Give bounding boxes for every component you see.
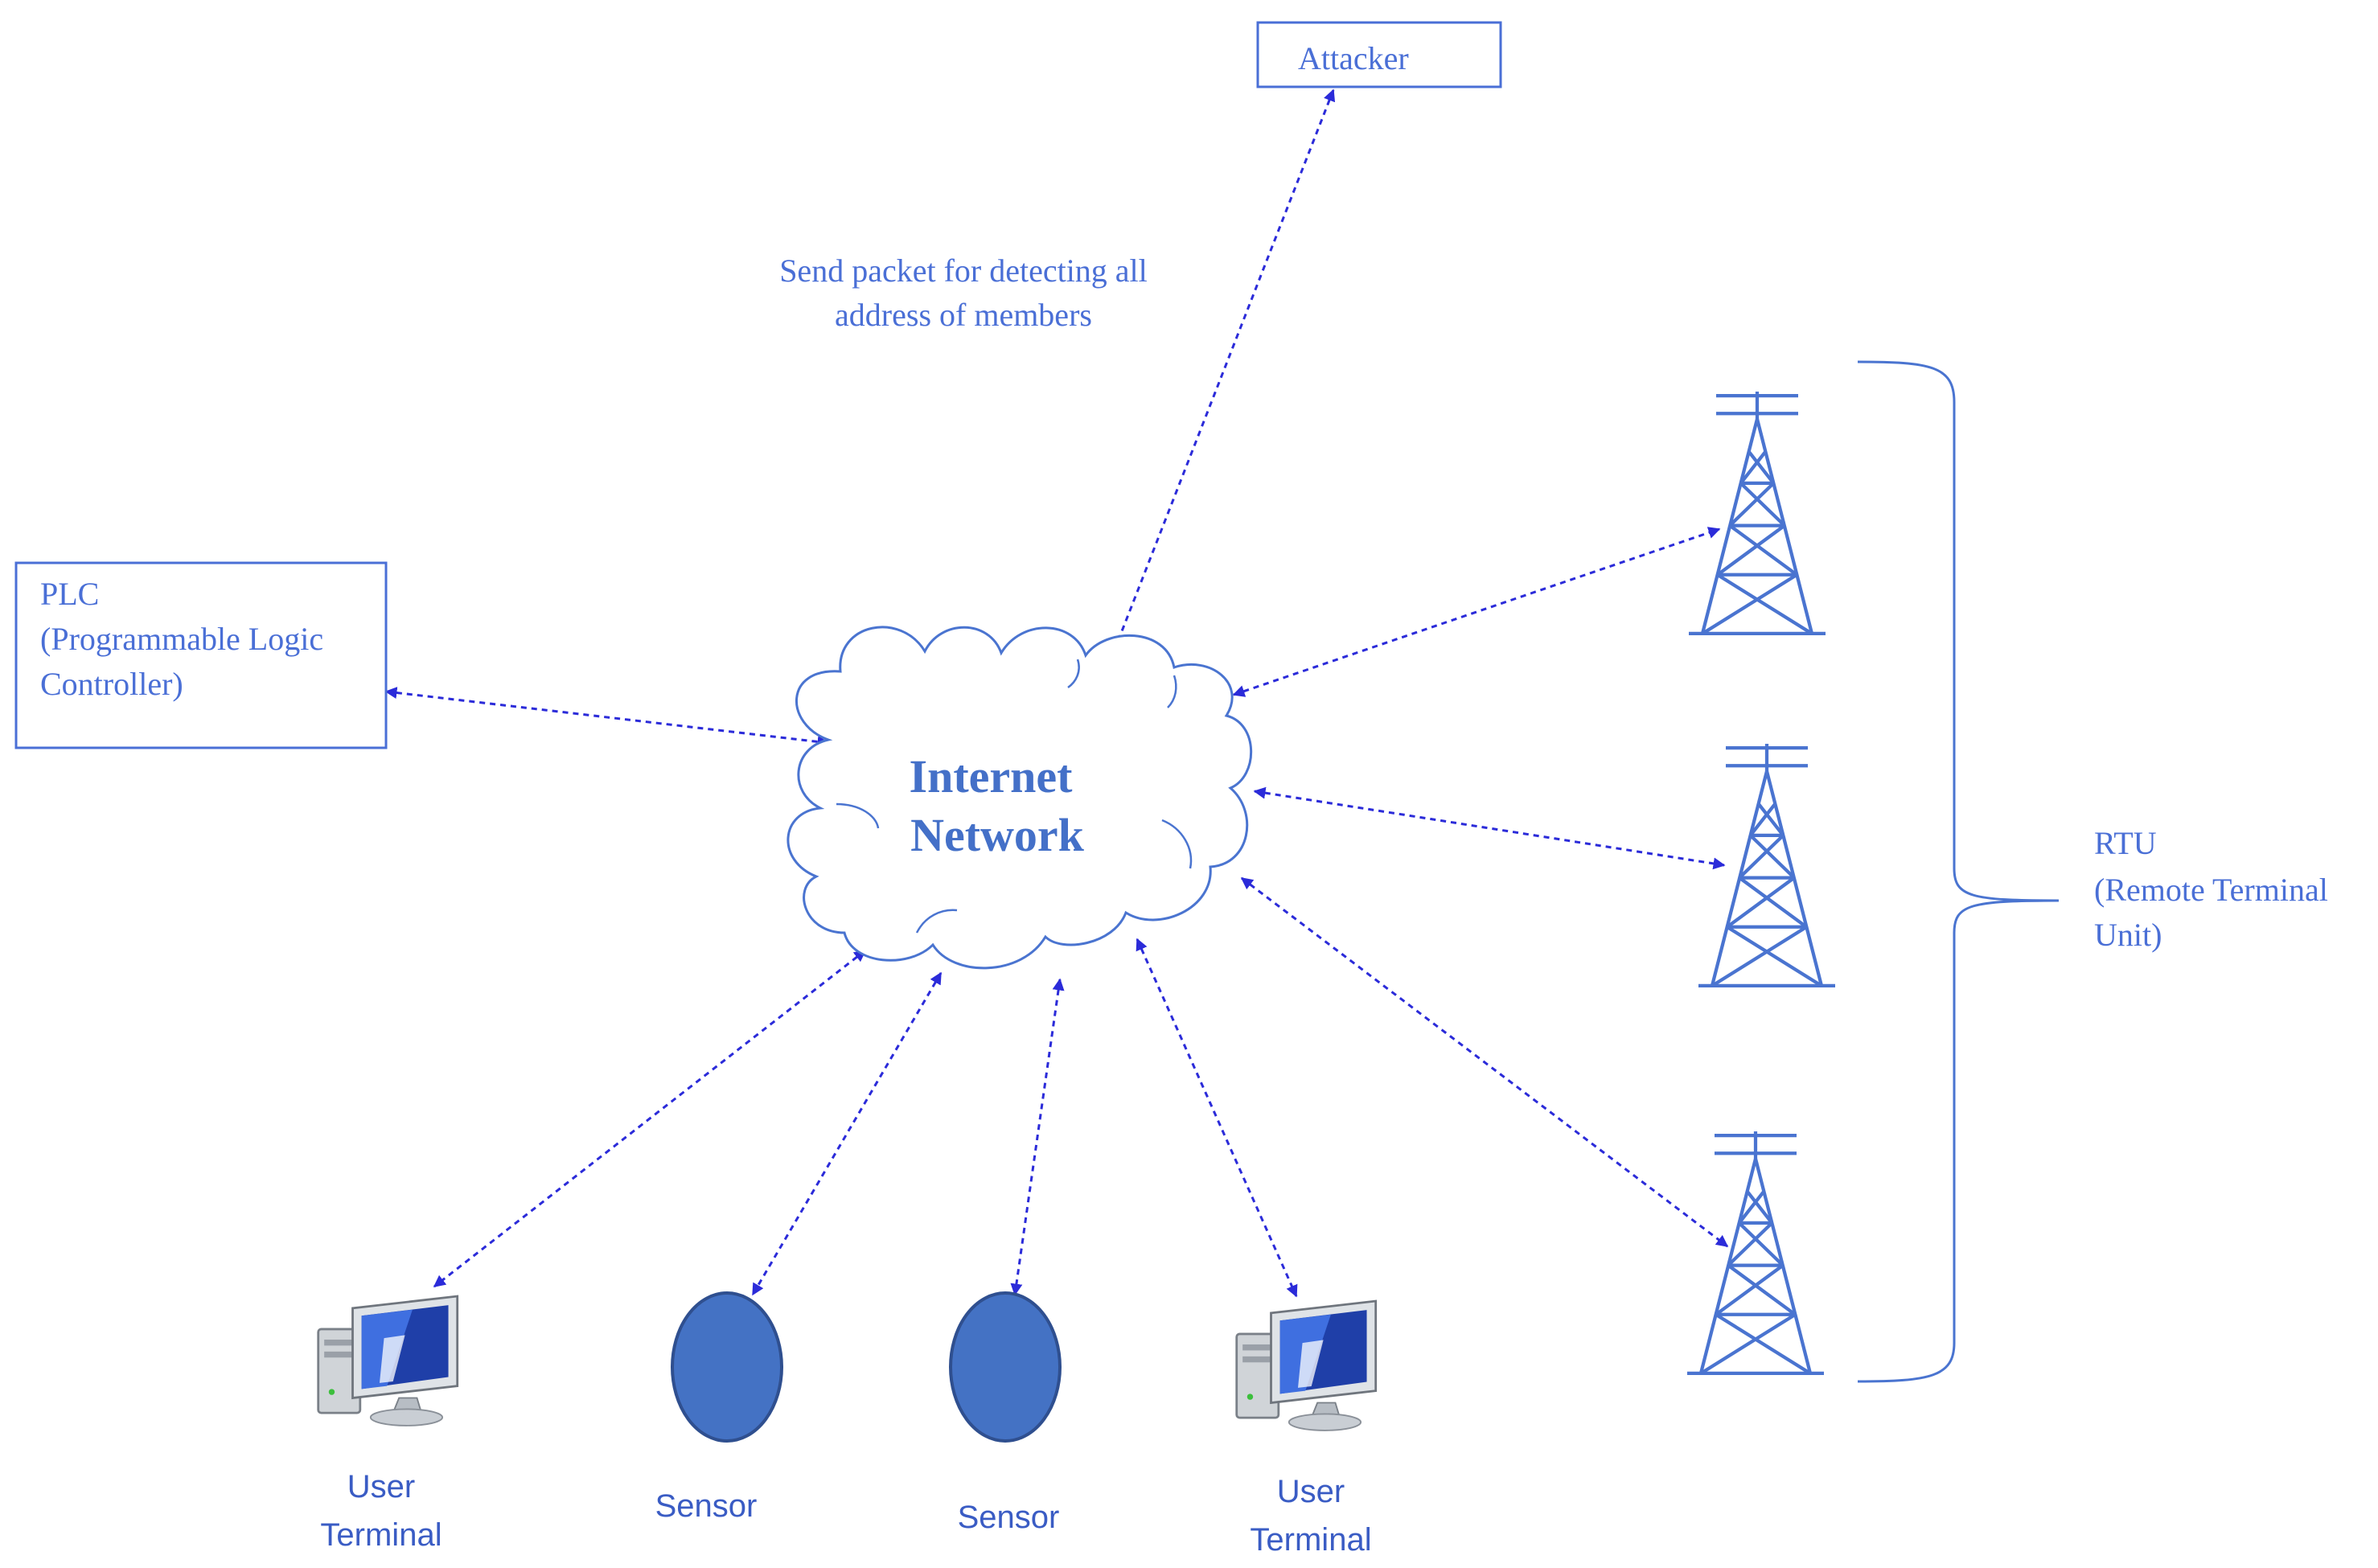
user-terminal-left-node: User Terminal: [317, 1295, 459, 1553]
connectors: [384, 88, 1729, 1298]
user-terminal-right-node: User Terminal: [1235, 1299, 1378, 1558]
plc-label-line2: (Programmable Logic: [40, 621, 323, 657]
attacker-link-label: Send packet for detecting all address of…: [779, 252, 1148, 333]
tower-icon: [1698, 744, 1835, 986]
rtu-label: RTU (Remote Terminal Unit): [2094, 825, 2328, 953]
sensor-left-label: Sensor: [655, 1488, 758, 1524]
link-rtu-middle: [1253, 786, 1726, 870]
rtu-label-line3: Unit): [2094, 917, 2162, 953]
link-rtu-top: [1232, 527, 1721, 697]
rtu-towers: [1687, 392, 1835, 1373]
internet-cloud: Internet Network: [787, 626, 1253, 970]
attacker-node: Attacker: [1256, 21, 1502, 88]
user-terminal-left-label-line1: User: [347, 1469, 415, 1504]
sensor-icon: [949, 1291, 1062, 1443]
plc-node: PLC (Programmable Logic Controller): [14, 561, 388, 749]
user-terminal-left-label-line2: Terminal: [320, 1517, 442, 1553]
attacker-link-label-line1: Send packet for detecting all: [779, 252, 1148, 289]
attacker-label: Attacker: [1298, 40, 1409, 76]
link-sensor-left: [751, 971, 943, 1296]
sensor-left-node: Sensor: [655, 1291, 783, 1524]
rtu-group-brace: [1857, 360, 2060, 1383]
plc-label-line1: PLC: [40, 576, 99, 612]
link-user-terminal-right: [1136, 938, 1298, 1298]
link-plc: [384, 687, 830, 748]
internet-label-line2: Network: [910, 809, 1085, 861]
attacker-link-label-line2: address of members: [835, 297, 1092, 333]
sensor-right-node: Sensor: [949, 1291, 1062, 1535]
tower-icon: [1689, 392, 1826, 634]
internet-label-line1: Internet: [910, 750, 1074, 802]
rtu-label-line1: RTU: [2094, 825, 2157, 861]
link-attacker: [1112, 88, 1336, 651]
rtu-label-line2: (Remote Terminal: [2094, 872, 2328, 908]
user-terminal-right-label-line1: User: [1277, 1474, 1345, 1509]
computer-icon: [1235, 1299, 1378, 1432]
link-sensor-right: [1010, 978, 1065, 1296]
computer-icon: [317, 1295, 459, 1427]
cloud-shape: [787, 626, 1253, 970]
user-terminal-right-label-line2: Terminal: [1250, 1522, 1371, 1558]
link-user-terminal-left: [433, 949, 867, 1288]
tower-icon: [1687, 1131, 1824, 1373]
sensor-icon: [671, 1291, 783, 1443]
sensor-right-label: Sensor: [958, 1500, 1060, 1535]
link-rtu-bottom: [1240, 876, 1729, 1248]
plc-label-line3: Controller): [40, 666, 183, 702]
